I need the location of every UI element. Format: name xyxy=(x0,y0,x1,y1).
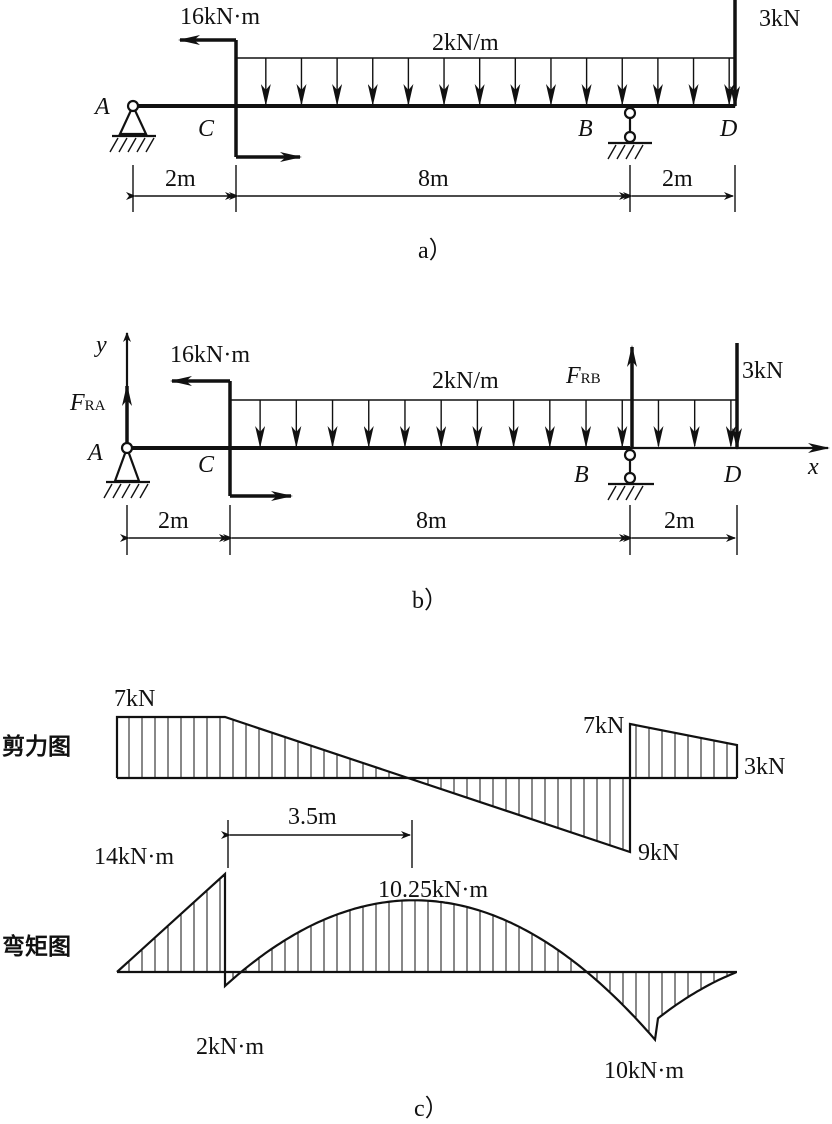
point-c-label: C xyxy=(198,452,215,478)
dimension-lines xyxy=(126,165,736,212)
shear-label: 7kN xyxy=(583,713,624,739)
roller-support-b xyxy=(607,106,652,160)
force-label: 3kN xyxy=(742,358,783,384)
dim-label: 2m xyxy=(662,166,693,192)
force-label: 3kN xyxy=(759,6,800,32)
moment-arrow xyxy=(178,35,302,162)
point-a-label: A xyxy=(86,440,103,466)
shear-label: 3kN xyxy=(744,754,785,780)
moment-label: 2kN·m xyxy=(196,1034,264,1060)
dim-label: 3.5m xyxy=(288,804,337,830)
pin-support-a xyxy=(103,441,150,499)
y-axis-label: y xyxy=(94,332,107,358)
figure-c: 剪力图 弯矩图 7kN 7kN 3kN 9kN 3.5m 14kN·m 10.2… xyxy=(2,686,785,1122)
point-c-label: C xyxy=(198,116,215,142)
dim-label: 2m xyxy=(158,508,189,534)
zero-dimension xyxy=(221,820,413,868)
figure-a: 16kN·m 2kN/m 3kN A C B D 2m 8m 2m a） xyxy=(93,0,800,264)
dim-label: 8m xyxy=(418,166,449,192)
caption-c: c） xyxy=(414,1096,449,1122)
caption-a: a） xyxy=(418,238,453,264)
point-d-label: D xyxy=(719,116,737,142)
reaction-a-label: FRA xyxy=(69,390,106,416)
roller-support-b xyxy=(607,448,654,501)
caption-b: b） xyxy=(412,588,448,614)
shear-label: 7kN xyxy=(114,686,155,712)
distributed-load xyxy=(236,57,735,106)
moment-label: 10kN·m xyxy=(604,1058,684,1084)
dim-label: 2m xyxy=(165,166,196,192)
moment-label: 16kN·m xyxy=(180,4,260,30)
point-a-label: A xyxy=(93,94,110,120)
moment-hatching xyxy=(128,878,728,1033)
dimension-lines xyxy=(120,505,738,555)
reaction-b-label: FRB xyxy=(565,363,601,389)
moment-label: 10.25kN·m xyxy=(378,877,488,903)
shear-hatching xyxy=(128,717,728,850)
load-label: 2kN/m xyxy=(432,368,499,394)
shear-label: 9kN xyxy=(638,840,679,866)
point-b-label: B xyxy=(574,462,589,488)
moment-arrow xyxy=(170,376,293,501)
moment-label: 16kN·m xyxy=(170,342,250,368)
figure-b: y x 16kN·m 2kN/m 3kN FRA FRB A C B D 2m … xyxy=(69,332,830,614)
dim-label: 2m xyxy=(664,508,695,534)
point-d-label: D xyxy=(723,462,741,488)
pin-support-a xyxy=(109,99,156,153)
point-b-label: B xyxy=(578,116,593,142)
shear-diagram-title: 剪力图 xyxy=(2,733,71,760)
load-label: 2kN/m xyxy=(432,30,499,56)
distributed-load xyxy=(230,399,737,448)
moment-diagram-title: 弯矩图 xyxy=(2,933,71,960)
moment-label: 14kN·m xyxy=(94,844,174,870)
x-axis-label: x xyxy=(807,454,819,480)
shear-diagram xyxy=(115,715,739,854)
dim-label: 8m xyxy=(416,508,447,534)
moment-diagram xyxy=(116,871,737,1043)
